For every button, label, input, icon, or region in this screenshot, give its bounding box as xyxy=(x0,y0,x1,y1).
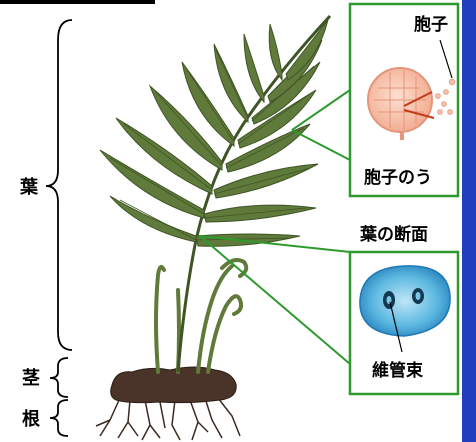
vascular-bundle-label: 維管束 xyxy=(372,360,423,381)
root-label: 根 xyxy=(22,408,40,430)
roots xyxy=(96,398,240,440)
spore-label: 胞子 xyxy=(414,14,448,35)
fern-plant xyxy=(96,16,330,440)
stem-brace xyxy=(50,358,68,397)
young-stalks xyxy=(156,260,246,372)
rhizome xyxy=(111,367,237,403)
root-brace xyxy=(50,400,68,436)
stem-label: 茎 xyxy=(22,367,40,389)
leaf-brace xyxy=(46,20,72,350)
leaf-label: 葉 xyxy=(19,177,39,198)
leaf-section-illustration xyxy=(360,266,450,336)
leaf-section-label: 葉の断面 xyxy=(359,224,428,245)
sporangium-label: 胞子のう xyxy=(364,167,432,188)
